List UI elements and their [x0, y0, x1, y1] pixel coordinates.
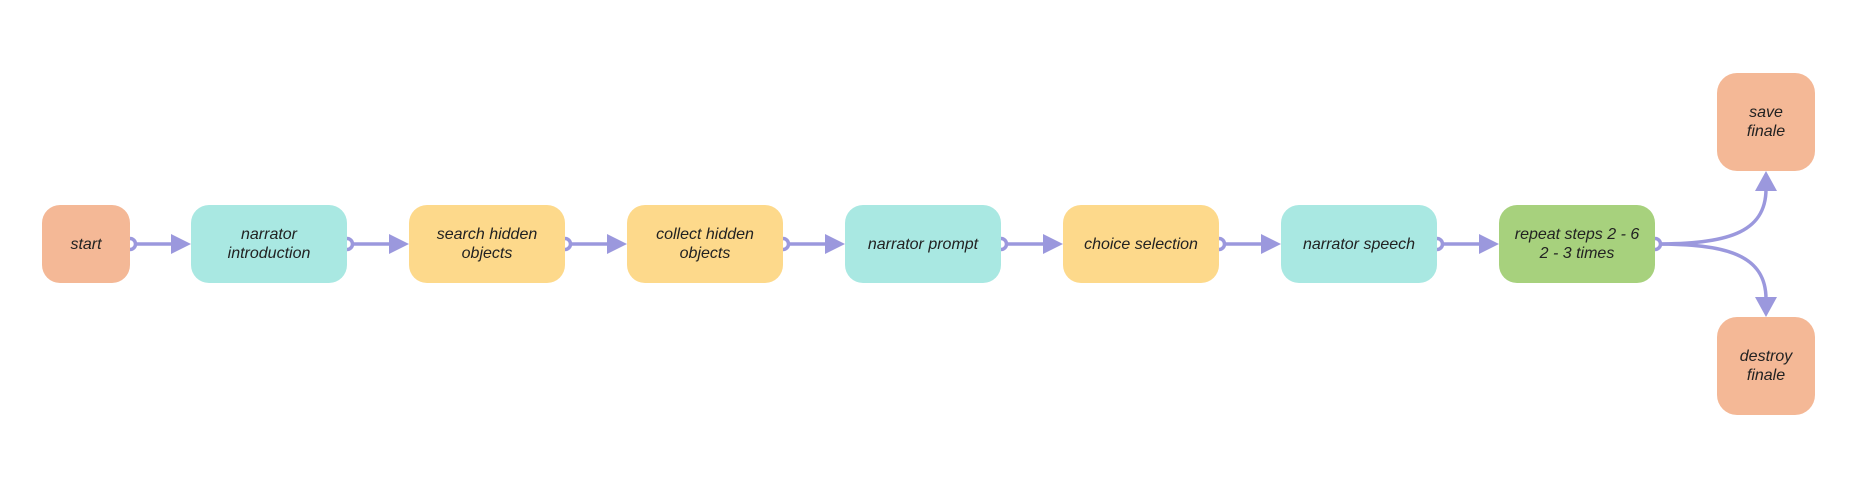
arrowhead-choice-selection — [1043, 234, 1063, 254]
arrowhead-search-hidden-objects — [389, 234, 409, 254]
node-narrator-introduction[interactable]: narrator introduction — [191, 205, 347, 283]
node-collect-hidden-objects[interactable]: collect hidden objects — [627, 205, 783, 283]
arrowhead-narrator-introduction — [171, 234, 191, 254]
node-save-finale[interactable]: save finale — [1717, 73, 1815, 171]
node-repeat-steps[interactable]: repeat steps 2 - 6 2 - 3 times — [1499, 205, 1655, 283]
arrowhead-narrator-prompt — [825, 234, 845, 254]
node-destroy-finale[interactable]: destroy finale — [1717, 317, 1815, 415]
edge-repeat-steps-to-destroy-finale — [1654, 242, 1768, 300]
node-start[interactable]: start — [42, 205, 130, 283]
node-search-hidden-objects[interactable]: search hidden objects — [409, 205, 565, 283]
arrowhead-destroy-finale — [1755, 297, 1777, 317]
node-narrator-speech[interactable]: narrator speech — [1281, 205, 1437, 283]
edge-repeat-steps-to-save-finale — [1654, 188, 1768, 246]
arrowhead-repeat-steps — [1479, 234, 1499, 254]
node-narrator-prompt[interactable]: narrator prompt — [845, 205, 1001, 283]
node-choice-selection[interactable]: choice selection — [1063, 205, 1219, 283]
arrowhead-narrator-speech — [1261, 234, 1281, 254]
arrowhead-collect-hidden-objects — [607, 234, 627, 254]
arrowhead-save-finale — [1755, 171, 1777, 191]
